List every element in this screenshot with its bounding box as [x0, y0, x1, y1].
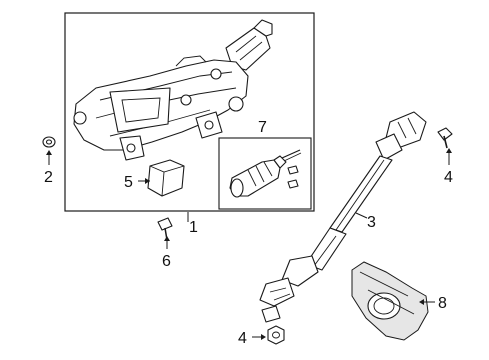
arrow-head-5 — [145, 178, 150, 184]
bolt-part-4-upper — [437, 127, 453, 149]
leader-line-3 — [355, 212, 368, 219]
arrow-head-8 — [419, 299, 424, 305]
bolt-part-6 — [157, 217, 173, 241]
callout-8: 8 — [438, 295, 447, 312]
callout-2: 2 — [44, 169, 53, 186]
arrow-head-2 — [46, 150, 52, 155]
intermediate-shaft-part-3 — [259, 111, 427, 323]
bracket-part-5 — [147, 159, 185, 197]
callout-4-lower: 4 — [238, 330, 247, 347]
motor-inset-box — [218, 137, 312, 210]
callout-7: 7 — [258, 119, 267, 136]
arrow-head-4-lower — [261, 334, 266, 340]
nut-part-4-lower — [267, 325, 285, 345]
callout-4-upper: 4 — [444, 169, 453, 186]
callout-5: 5 — [124, 174, 133, 191]
callout-3: 3 — [367, 214, 376, 231]
motor-part-7 — [229, 149, 302, 198]
callout-1: 1 — [189, 219, 198, 236]
washer-part-2 — [42, 136, 56, 148]
steering-column-box — [64, 12, 315, 212]
steering-column-housing — [73, 19, 273, 161]
arrow-head-4-upper — [446, 148, 452, 153]
arrow-head-6 — [164, 236, 170, 241]
boot-cover-part-8 — [351, 261, 429, 341]
callout-6: 6 — [162, 253, 171, 270]
